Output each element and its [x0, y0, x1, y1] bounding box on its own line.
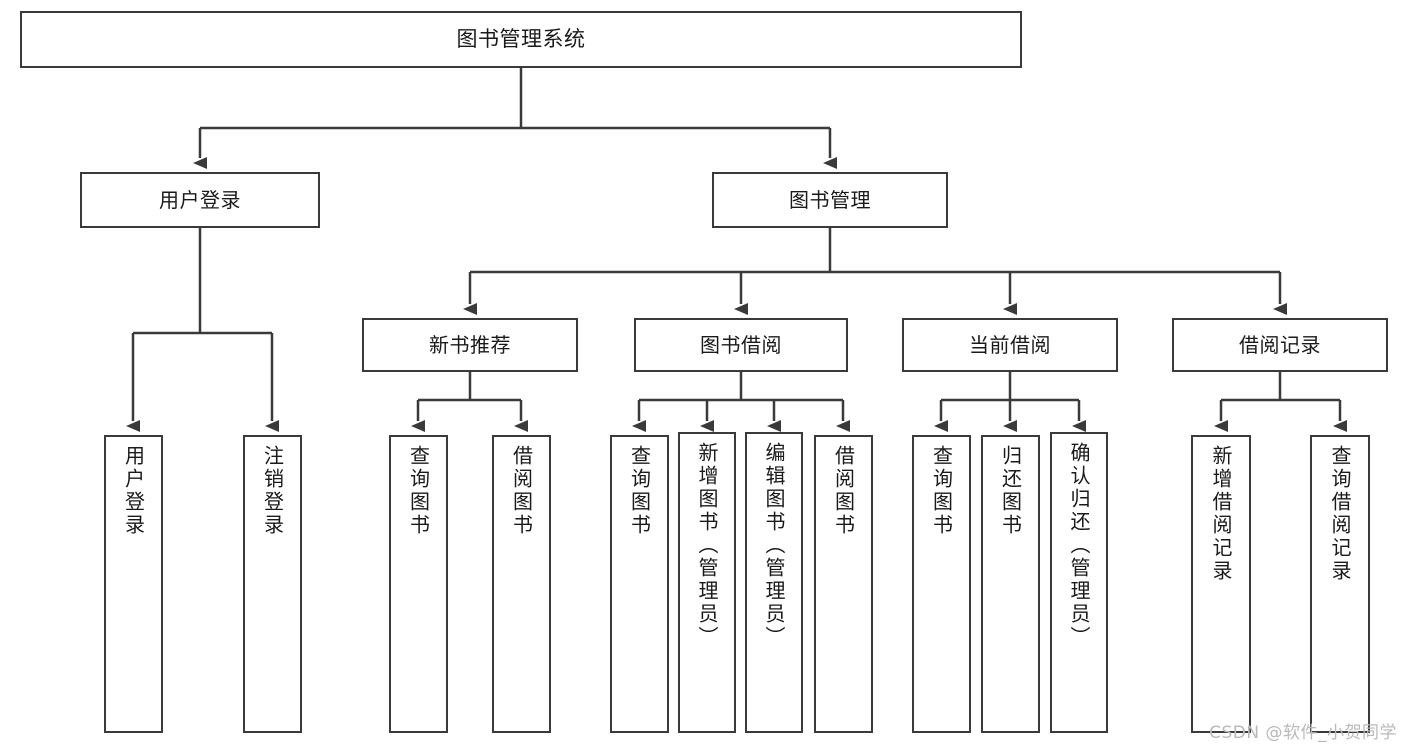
- leaf-logout[interactable]: 注销登录: [243, 435, 302, 733]
- node-book-management[interactable]: 图书管理: [712, 172, 948, 228]
- node-label: 用户登录: [159, 187, 241, 212]
- node-label: 图书管理系统: [456, 27, 586, 52]
- node-label: 查询借阅记录: [1328, 445, 1352, 583]
- node-root-system[interactable]: 图书管理系统: [20, 11, 1022, 68]
- leaf-borrow-book-new[interactable]: 借阅图书: [492, 435, 551, 733]
- node-borrow-record[interactable]: 借阅记录: [1172, 318, 1388, 372]
- leaf-confirm-return-admin[interactable]: 确认归还（管理员）: [1050, 432, 1108, 733]
- leaf-return-book[interactable]: 归还图书: [981, 435, 1040, 733]
- node-label: 图书管理: [789, 187, 871, 212]
- leaf-query-book-new[interactable]: 查询图书: [389, 435, 448, 733]
- node-label: 用户登录: [121, 445, 146, 537]
- leaf-user-login[interactable]: 用户登录: [104, 435, 163, 733]
- leaf-query-book-current[interactable]: 查询图书: [912, 435, 971, 733]
- node-label: 查询图书: [406, 445, 431, 537]
- node-label: 借阅图书: [509, 445, 534, 537]
- node-label: 当前借阅: [969, 332, 1051, 357]
- node-label: 注销登录: [260, 445, 285, 537]
- node-label: 借阅图书: [831, 445, 856, 537]
- node-label: 查询图书: [627, 445, 652, 537]
- node-label: 查询图书: [929, 445, 954, 537]
- leaf-query-book-borrow[interactable]: 查询图书: [610, 435, 669, 733]
- watermark: CSDN @软件_小贺同学: [1209, 723, 1397, 743]
- node-new-book-recommend[interactable]: 新书推荐: [362, 318, 578, 372]
- leaf-add-book-admin[interactable]: 新增图书（管理员）: [678, 432, 736, 733]
- node-label: 新增图书（管理员）: [695, 442, 719, 649]
- leaf-edit-book-admin[interactable]: 编辑图书（管理员）: [745, 432, 803, 733]
- node-label: 确认归还（管理员）: [1067, 442, 1091, 649]
- node-book-borrow[interactable]: 图书借阅: [634, 318, 848, 372]
- leaf-add-borrow-record[interactable]: 新增借阅记录: [1191, 435, 1251, 733]
- leaf-query-borrow-record[interactable]: 查询借阅记录: [1310, 435, 1370, 733]
- node-label: 新增借阅记录: [1209, 445, 1233, 583]
- node-label: 图书借阅: [700, 332, 782, 357]
- node-label: 编辑图书（管理员）: [762, 442, 786, 649]
- node-label: 归还图书: [998, 445, 1023, 537]
- node-label: 借阅记录: [1239, 332, 1321, 357]
- node-user-login[interactable]: 用户登录: [80, 172, 320, 228]
- node-current-borrow[interactable]: 当前借阅: [902, 318, 1118, 372]
- leaf-borrow-book[interactable]: 借阅图书: [814, 435, 873, 733]
- node-label: 新书推荐: [429, 332, 511, 357]
